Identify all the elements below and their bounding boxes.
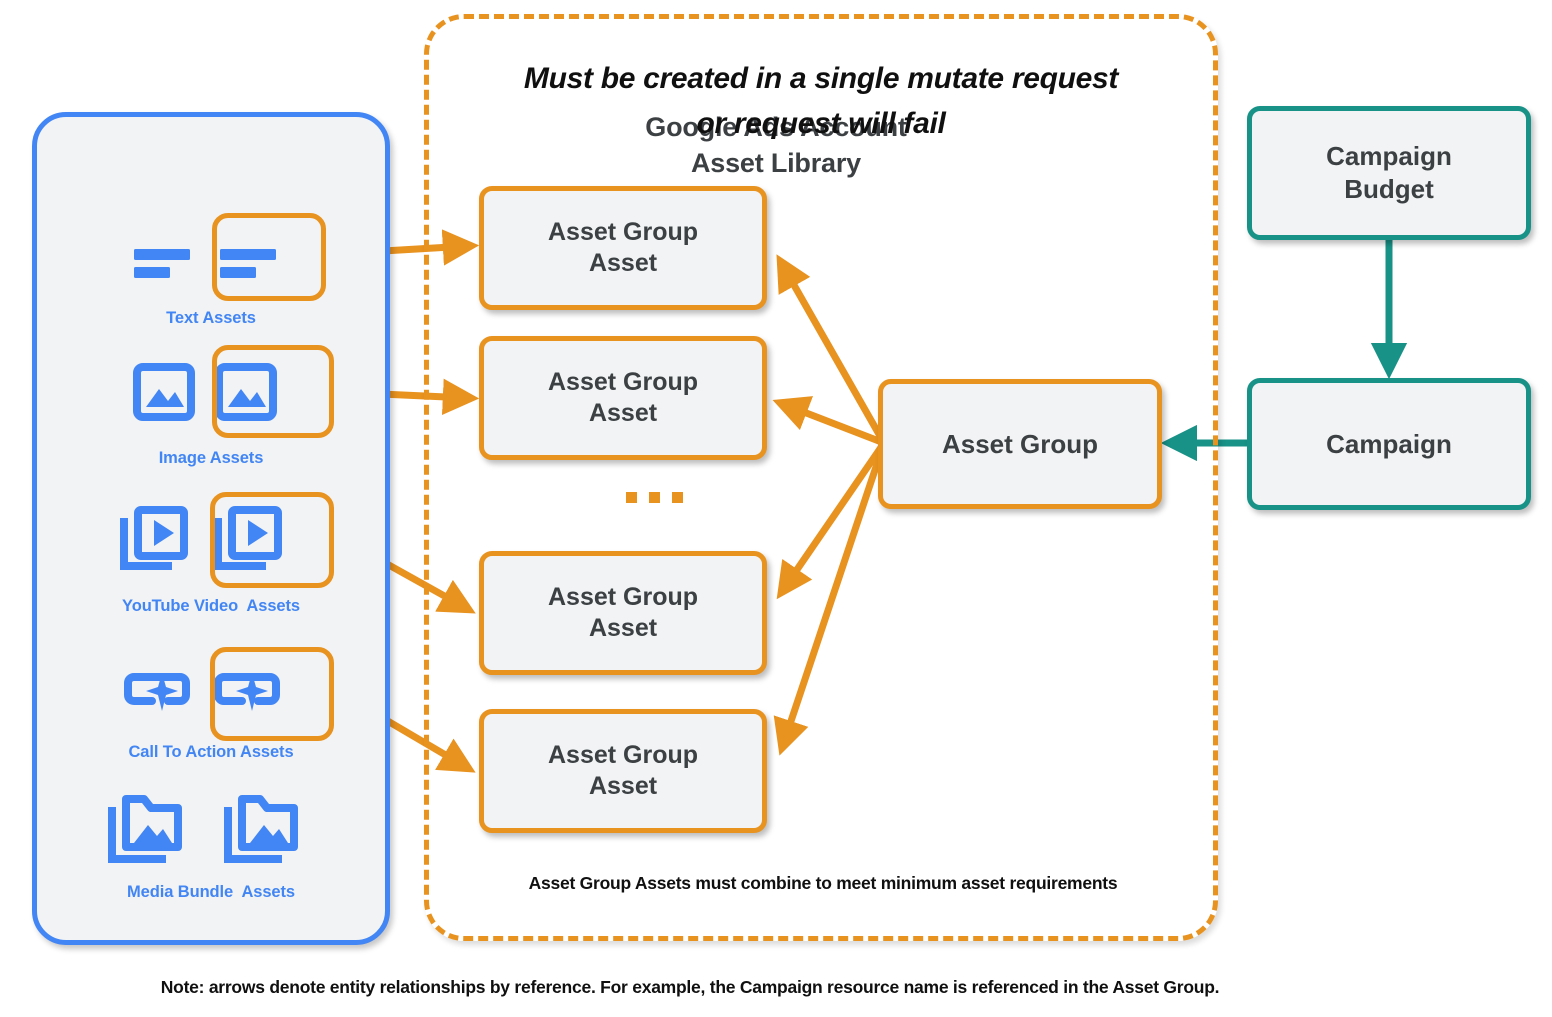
asset-label-text: Text Assets [166,309,256,327]
cta-asset-highlight-box [210,647,334,741]
node-asset-group-asset-1[interactable]: Asset Group Asset [479,186,767,310]
aga1-line2: Asset [588,249,658,277]
cta-sparkle-icon-highlighted [210,663,286,732]
mutate-title-line1: Must be created in a single mutate reque… [523,62,1119,95]
aga4-line2: Asset [588,772,658,800]
asset-row-cta[interactable]: Call To Action Assets [32,645,390,775]
cta-asset-icons [120,663,286,732]
mutate-request-container [424,14,1218,941]
asset-library-title-line2: Asset Library [691,147,861,178]
video-asset-highlight-box [210,492,334,588]
asset-row-image[interactable]: Image Assets [32,345,390,475]
asset-label-cta: Call To Action Assets [128,743,294,761]
mutate-title-line2: or request will fail [696,107,946,140]
node-campaign[interactable]: Campaign [1247,378,1531,510]
diagram-note: Note: arrows denote entity relationships… [160,977,1220,997]
image-icon [130,355,198,432]
cta-sparkle-icon [120,663,196,732]
aga3-line1: Asset Group [547,582,699,611]
video-stack-icon-highlighted [208,502,288,585]
video-stack-icon [114,502,194,585]
asset-library-title: Google Ads Account Asset Library [0,110,1552,181]
image-asset-highlight-box [212,345,334,438]
asset-label-image: Image Assets [158,449,264,467]
node-asset-group-asset-2[interactable]: Asset Group Asset [479,336,767,460]
media-folder-icon [104,789,200,878]
aga1-line1: Asset Group [547,217,699,246]
node-asset-group-asset-3[interactable]: Asset Group Asset [479,551,767,675]
text-asset-icons [128,225,286,294]
text-lines-icon [128,225,202,294]
campaign-budget-line2: Budget [1344,174,1434,204]
text-lines-icon-highlighted [212,225,286,294]
asset-group-label: Asset Group [941,428,1099,459]
video-asset-icons [114,502,288,585]
asset-row-media-bundle[interactable]: Media Bundle Assets [32,785,390,915]
aga4-line1: Asset Group [547,740,699,769]
asset-row-video[interactable]: YouTube Video Assets [32,492,390,622]
node-asset-group-asset-4[interactable]: Asset Group Asset [479,709,767,833]
asset-label-video: YouTube Video Assets [122,597,300,615]
campaign-label: Campaign [1326,428,1452,459]
aga3-line2: Asset [588,614,658,642]
media-bundle-icons [104,789,316,878]
node-asset-group[interactable]: Asset Group [878,379,1162,509]
media-folder-icon-2 [220,789,316,878]
mutate-footnote: Asset Group Assets must combine to meet … [528,873,1118,893]
mutate-request-title: Must be created in a single mutate reque… [430,56,1212,146]
image-asset-icons [130,355,280,432]
aga2-line2: Asset [588,399,658,427]
campaign-budget-line1: Campaign [1326,141,1452,172]
asset-label-media-bundle: Media Bundle Assets [127,883,295,901]
aga2-line1: Asset Group [547,367,699,396]
asset-library-title-line1: Google Ads Account [645,112,907,142]
ellipsis-icon [626,492,683,503]
image-icon-highlighted [212,355,280,432]
node-campaign-budget[interactable]: Campaign Budget [1247,106,1531,240]
asset-row-text[interactable]: Text Assets [32,205,390,335]
text-asset-highlight-box [212,213,326,301]
